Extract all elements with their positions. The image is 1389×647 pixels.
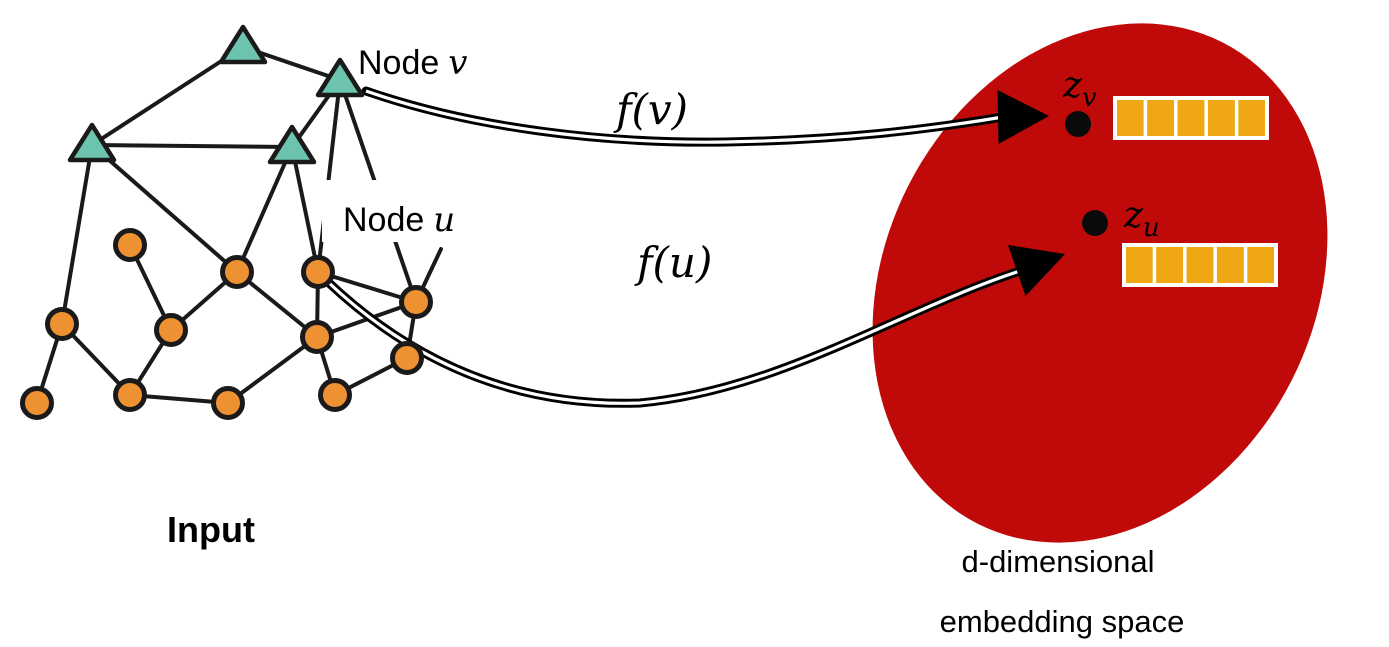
graph-node-triangle	[315, 57, 365, 98]
graph-node-circle	[20, 386, 54, 420]
input-caption: Input	[167, 509, 255, 550]
graph-node-circle	[45, 307, 79, 341]
graph-node-triangle	[218, 24, 268, 65]
graph-node-circle	[300, 320, 334, 354]
graph-edge	[316, 270, 418, 304]
graph-node-circle	[399, 285, 433, 319]
graph-node-circle	[154, 313, 188, 347]
z-v-point	[1065, 111, 1091, 137]
embedding-caption-line2: embedding space	[940, 604, 1185, 639]
f-u-label: f(u)	[634, 238, 712, 287]
f-v-arrow-shaft-core	[365, 89, 1004, 144]
graph-edge	[235, 145, 294, 274]
graph-node-circle	[390, 341, 424, 375]
graph-node-circle	[220, 255, 254, 289]
graph-edge	[90, 143, 294, 149]
f-v-label: f(v)	[613, 85, 688, 134]
embedding-vector-v-cells	[1113, 96, 1269, 140]
graph-node-circle	[211, 386, 245, 420]
f-u-arrowhead	[1008, 245, 1065, 296]
embedding-vector-v	[1113, 96, 1269, 140]
graph-edge	[226, 335, 319, 405]
node-u-label-background	[322, 180, 496, 242]
graph-edge	[90, 45, 245, 147]
f-v-arrowhead	[997, 90, 1049, 144]
node-v-label-background	[350, 38, 510, 82]
embedding-content: zv zu	[1062, 65, 1278, 287]
graph-edge	[60, 143, 94, 326]
label-backgrounds	[322, 38, 510, 242]
graph-edge	[290, 145, 320, 274]
embedding-vector-u	[1122, 243, 1278, 287]
z-v-label: zv	[1062, 65, 1097, 113]
graph-edge	[90, 143, 239, 274]
graph-node-circle	[301, 255, 335, 289]
graph-node-circle	[113, 228, 147, 262]
embedding-caption-line1: d-dimensional	[962, 544, 1155, 579]
embedding-vector-u-cells	[1122, 243, 1278, 287]
graph-node-triangle	[67, 122, 117, 163]
graph-nodes-layer	[20, 24, 433, 420]
graph-edge	[316, 78, 342, 274]
z-u-label: zu	[1123, 195, 1160, 243]
graph-node-circle	[318, 378, 352, 412]
embedding-space-ellipse	[872, 23, 1328, 543]
z-u-point	[1082, 210, 1108, 236]
embedding-space-layer	[872, 23, 1328, 543]
graph-node-triangle	[267, 124, 317, 165]
graph-node-circle	[113, 378, 147, 412]
graph-edge	[235, 270, 319, 339]
